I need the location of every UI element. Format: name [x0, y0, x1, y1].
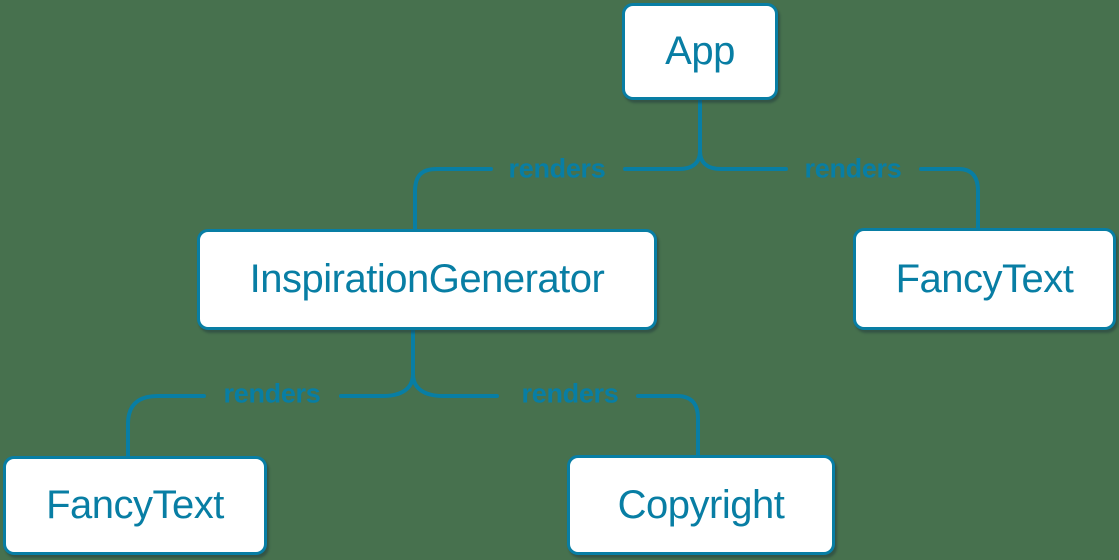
edge-app-fancy-text: [698, 149, 980, 230]
node-copyright-label: Copyright: [617, 482, 785, 527]
edge-label-renders: renders: [521, 378, 619, 409]
node-fancy-text-top: FancyText: [853, 228, 1116, 330]
node-inspiration-generator: InspirationGenerator: [197, 229, 657, 330]
node-copyright: Copyright: [567, 455, 835, 555]
node-app: App: [622, 3, 778, 100]
node-inspiration-generator-label: InspirationGenerator: [249, 257, 605, 301]
edge-label-renders: renders: [508, 153, 606, 184]
node-fancy-text-bottom: FancyText: [3, 456, 267, 555]
node-fancy-text-top-label: FancyText: [895, 256, 1074, 301]
node-fancy-text-bottom-label: FancyText: [46, 483, 224, 527]
edge-label-renders: renders: [223, 378, 321, 409]
edge-inspiration-generator-copyright: [411, 372, 700, 457]
edge-label-renders: renders: [804, 153, 902, 184]
node-app-label: App: [665, 29, 735, 73]
